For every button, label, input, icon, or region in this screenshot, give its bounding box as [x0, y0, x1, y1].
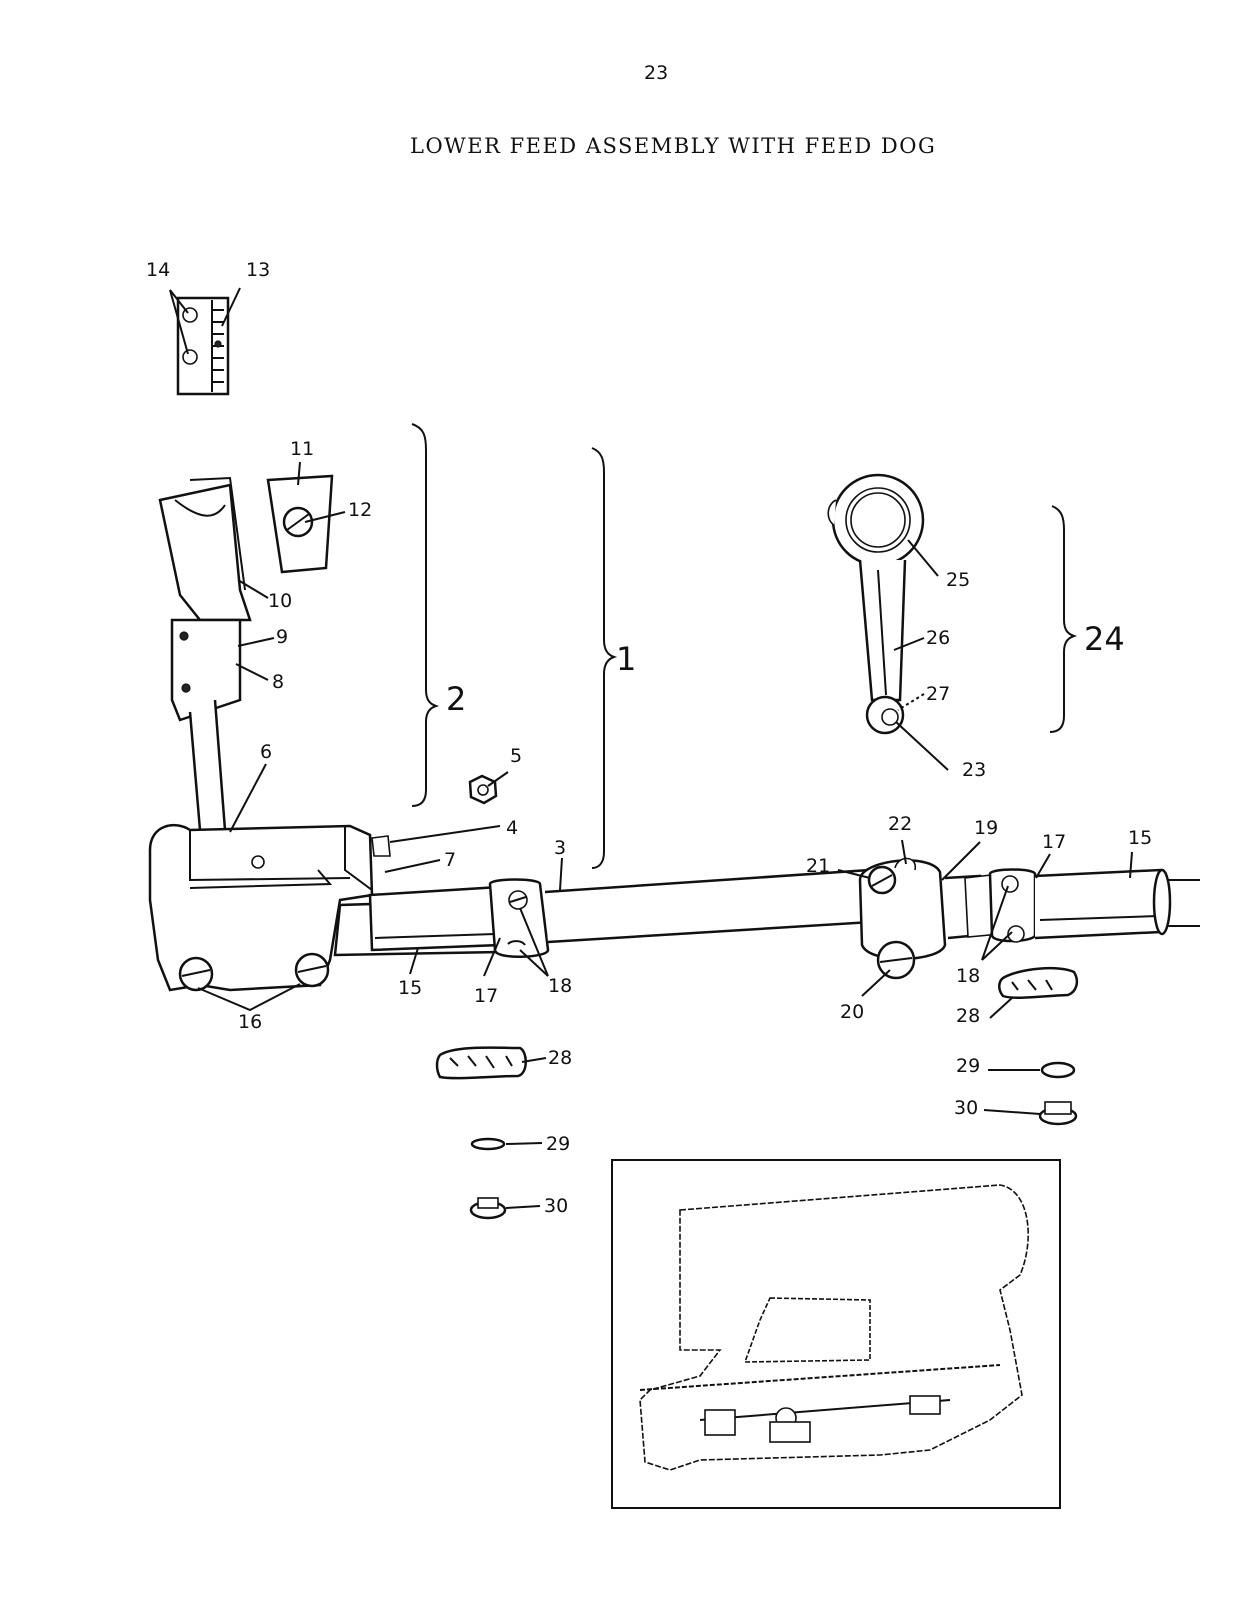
leader-18b2: [981, 931, 1013, 961]
callout-15-left: 15: [398, 977, 422, 999]
leader-18b1: [981, 885, 1009, 961]
leader-17a: [483, 937, 501, 977]
callout-5: 5: [510, 745, 522, 767]
leader-20: [861, 969, 891, 997]
leader-13: [221, 287, 241, 327]
leader-18a1: [519, 907, 549, 977]
page-number: 23: [644, 62, 669, 84]
callout-28-right: 28: [956, 1005, 980, 1027]
leader-7: [384, 859, 441, 873]
callout-30-left: 30: [544, 1195, 568, 1217]
callout-17-right: 17: [1042, 831, 1066, 853]
leader-16: [197, 983, 301, 1012]
wick-part-left: [435, 1046, 527, 1080]
callout-3: 3: [554, 837, 566, 859]
callout-29-right: 29: [956, 1055, 980, 1077]
feed-shaft-part: [333, 857, 1200, 980]
feed-plate-part: [266, 474, 334, 574]
bracket-1: [591, 447, 618, 869]
leader-23: [895, 721, 949, 771]
leader-14a: [169, 289, 189, 314]
callout-6: 6: [260, 741, 272, 763]
leader-4: [389, 825, 501, 843]
callout-21: 21: [806, 855, 830, 877]
oil-wick-washer-right: [1040, 1061, 1076, 1079]
callout-30-right: 30: [954, 1097, 978, 1119]
callout-14: 14: [146, 259, 170, 281]
callout-26: 26: [926, 627, 950, 649]
leader-14b: [169, 289, 189, 355]
leader-22: [901, 839, 907, 865]
nut-part: [468, 774, 498, 805]
leader-5: [487, 771, 509, 787]
leader-10: [237, 579, 269, 599]
callout-10: 10: [268, 590, 292, 612]
callout-9: 9: [276, 626, 288, 648]
callout-28-left: 28: [548, 1047, 572, 1069]
callout-19: 19: [974, 817, 998, 839]
callout-29-left: 29: [546, 1133, 570, 1155]
leader-30b: [983, 1109, 1041, 1115]
leader-25: [907, 539, 939, 577]
callout-22: 22: [888, 813, 912, 835]
leader-26: [893, 637, 925, 651]
machine-location-inset: [611, 1159, 1061, 1509]
rock-shaft-frame-part: [148, 823, 391, 992]
callout-27: 27: [926, 683, 950, 705]
leader-28b: [989, 997, 1013, 1019]
callout-16: 16: [238, 1011, 262, 1033]
leader-18a2: [519, 949, 549, 977]
oil-cap-right: [1038, 1101, 1078, 1126]
callout-7: 7: [444, 849, 456, 871]
wick-part-right: [998, 966, 1079, 999]
callout-18-right: 18: [956, 965, 980, 987]
leader-30a: [505, 1205, 541, 1209]
callout-20: 20: [840, 1001, 864, 1023]
callout-17-left: 17: [474, 985, 498, 1007]
callout-13: 13: [246, 259, 270, 281]
page-title: LOWER FEED ASSEMBLY WITH FEED DOG: [410, 134, 937, 158]
callout-15-right: 15: [1128, 827, 1152, 849]
leader-17b: [1035, 853, 1051, 879]
callout-4: 4: [506, 817, 518, 839]
callout-2: 2: [446, 680, 466, 718]
oil-wick-washer-left: [470, 1137, 506, 1151]
leader-28a: [521, 1057, 547, 1063]
leader-12: [304, 511, 346, 523]
callout-11: 11: [290, 438, 314, 460]
leader-15b: [1129, 851, 1133, 879]
bracket-24: [1049, 505, 1078, 733]
leader-3: [559, 857, 563, 891]
leader-8: [235, 663, 269, 681]
leader-19: [941, 841, 981, 881]
leader-6: [229, 763, 267, 833]
callout-18-left: 18: [548, 975, 572, 997]
leader-15a: [409, 947, 419, 975]
oil-cap-left: [469, 1197, 507, 1220]
leader-11: [297, 461, 301, 486]
feed-bar-part: [158, 476, 252, 832]
callout-12: 12: [348, 499, 372, 521]
leader-21: [837, 869, 871, 879]
callout-1: 1: [616, 640, 636, 678]
leader-9: [237, 637, 275, 647]
bracket-2: [411, 423, 440, 807]
callout-23: 23: [962, 759, 986, 781]
callout-25: 25: [946, 569, 970, 591]
callout-24: 24: [1084, 620, 1125, 658]
callout-8: 8: [272, 671, 284, 693]
connecting-rod-part: [827, 473, 925, 735]
leader-29a: [505, 1142, 543, 1145]
leader-27: [897, 693, 925, 711]
